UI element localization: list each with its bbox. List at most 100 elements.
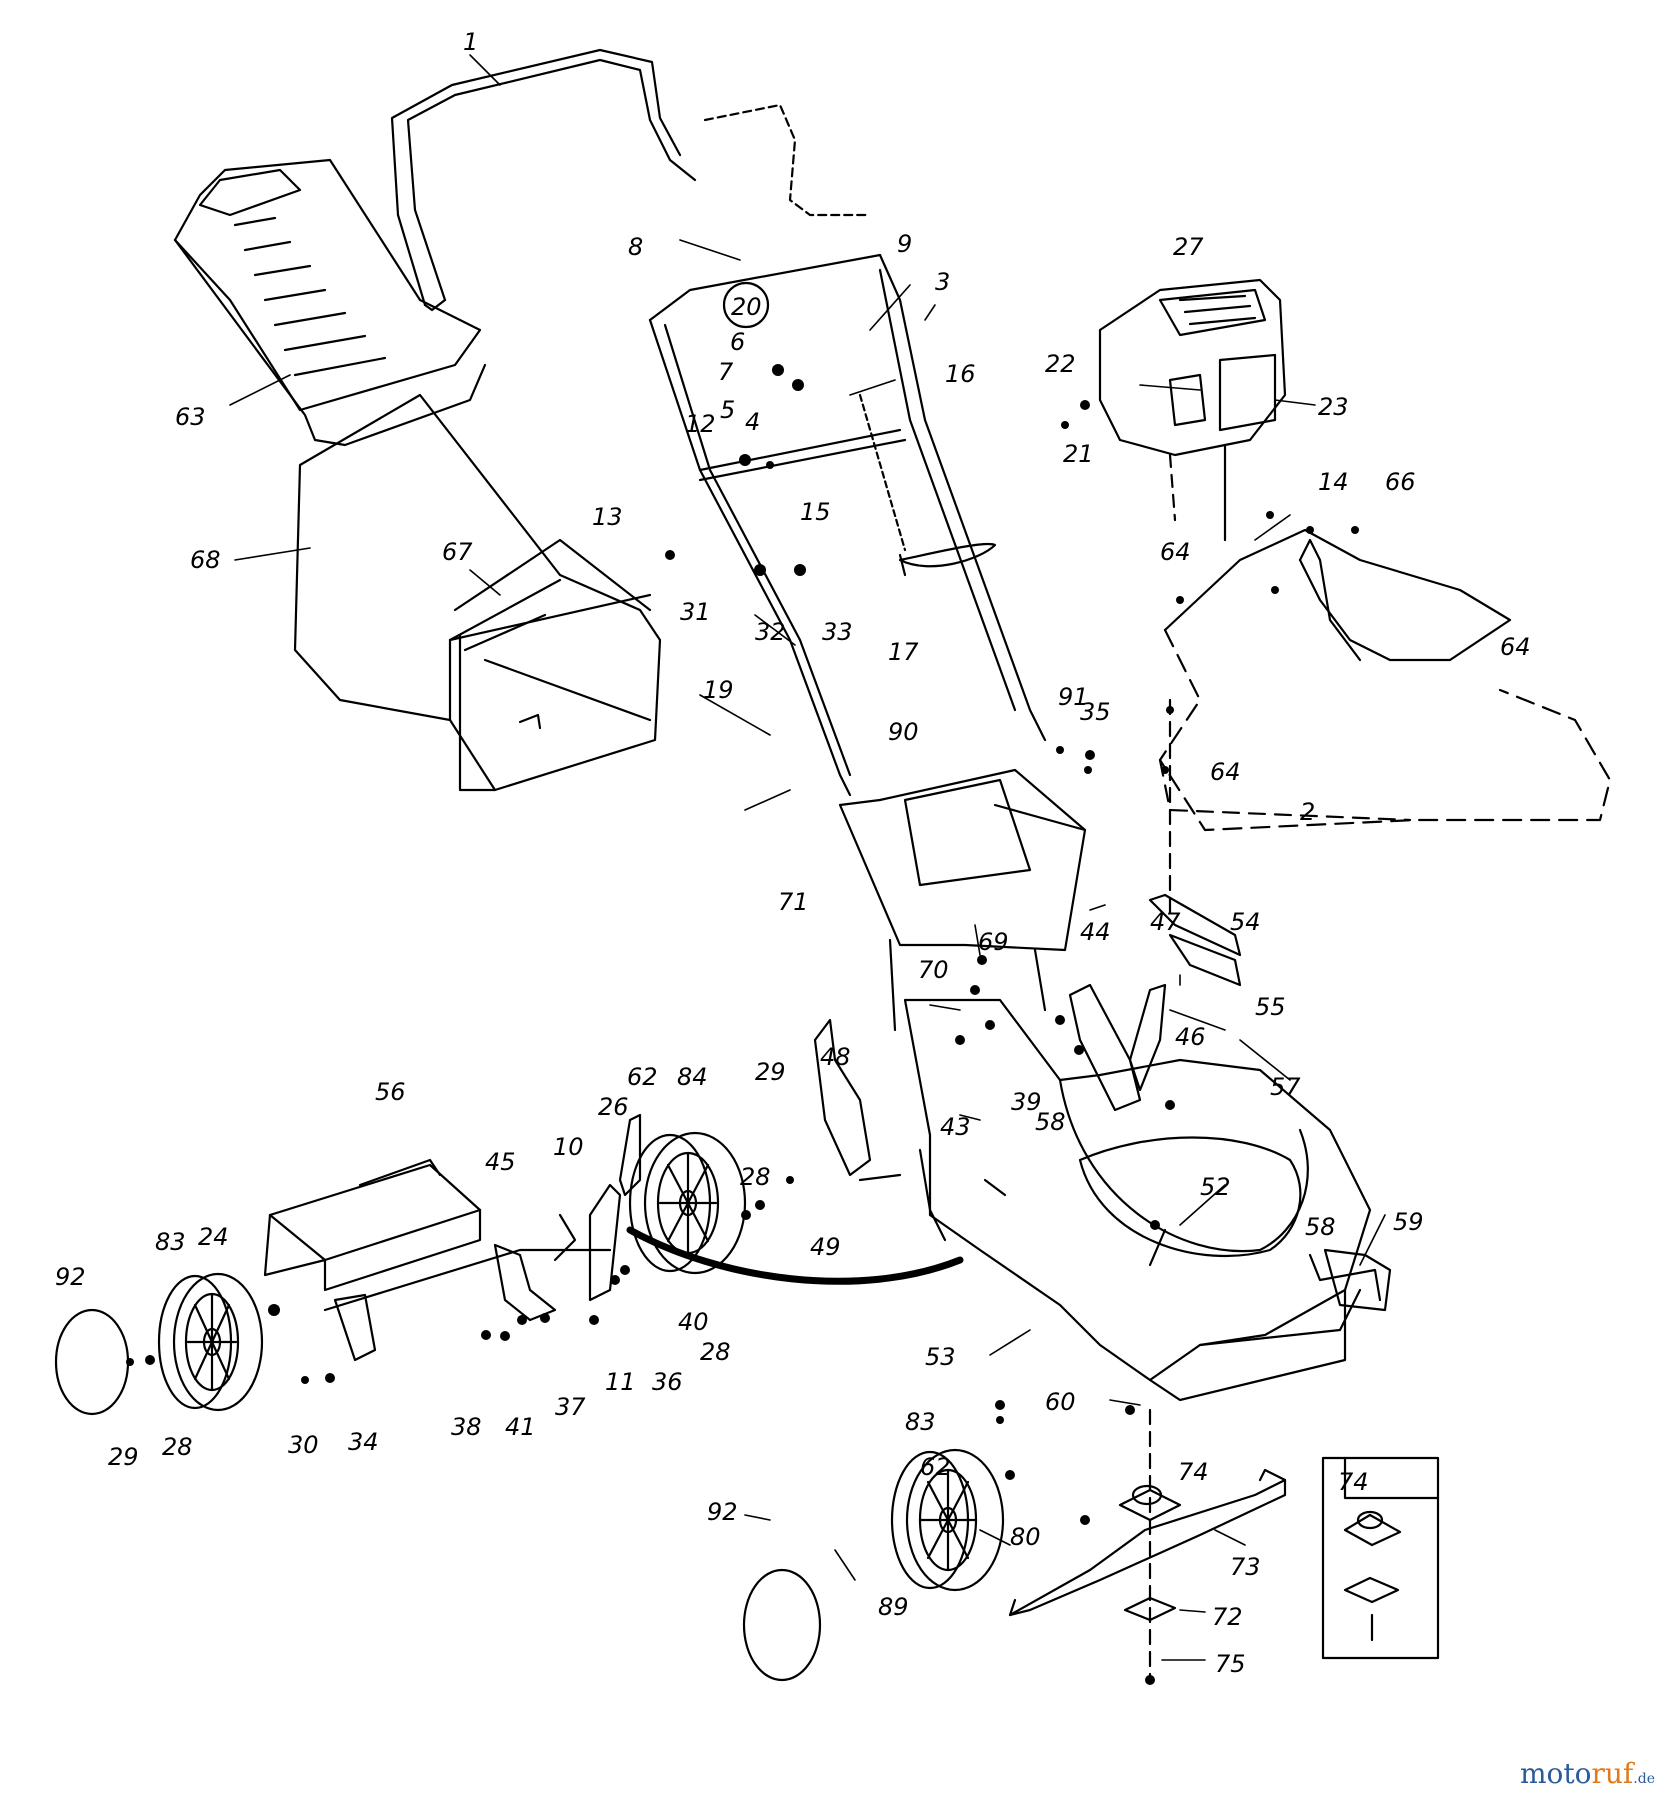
callout-label-83a: 83 <box>155 1228 186 1256</box>
lower-handle-part <box>648 253 1087 1032</box>
callout-label-41: 41 <box>505 1413 536 1441</box>
callout-label-56: 56 <box>375 1078 406 1106</box>
callout-label-62b: 62 <box>920 1453 951 1481</box>
callout-label-16: 16 <box>945 360 976 388</box>
watermark-logo: motoruf.de <box>1520 1757 1655 1790</box>
mower-deck-part <box>903 998 1382 1402</box>
callout-label-80: 80 <box>1010 1523 1041 1551</box>
watermark-part2: ruf <box>1591 1757 1634 1790</box>
control-cable-part <box>858 393 907 552</box>
callout-label-62a: 62 <box>627 1063 658 1091</box>
callout-label-60: 60 <box>1045 1388 1076 1416</box>
side-bracket-part <box>813 1018 872 1177</box>
callout-circle-20 <box>722 281 770 329</box>
callout-label-52: 52 <box>1200 1173 1231 1201</box>
rear-flap-part <box>263 1158 482 1292</box>
callout-label-17: 17 <box>888 638 919 666</box>
callout-label-55: 55 <box>1255 993 1286 1021</box>
callout-label-5: 5 <box>720 396 735 424</box>
callout-label-4: 4 <box>745 408 760 436</box>
callout-label-30: 30 <box>288 1431 319 1459</box>
callout-label-31: 31 <box>680 598 711 626</box>
callout-label-29b: 29 <box>108 1443 139 1471</box>
callout-label-91: 91 <box>1058 683 1089 711</box>
callout-label-37: 37 <box>555 1393 586 1421</box>
callout-label-66: 66 <box>1385 468 1416 496</box>
callout-label-24: 24 <box>198 1223 229 1251</box>
callout-label-34: 34 <box>348 1428 379 1456</box>
callout-label-84: 84 <box>677 1063 708 1091</box>
callout-label-6: 6 <box>730 328 745 356</box>
height-adjuster-part <box>333 1113 642 1362</box>
callout-label-89: 89 <box>878 1593 909 1621</box>
hinge-part <box>1323 1248 1392 1312</box>
callout-label-2: 2 <box>1300 798 1315 826</box>
callout-label-70: 70 <box>918 956 949 984</box>
callout-label-38: 38 <box>451 1413 482 1441</box>
callout-label-10: 10 <box>553 1133 584 1161</box>
callout-label-48: 48 <box>820 1043 851 1071</box>
callout-label-33: 33 <box>822 618 853 646</box>
mower-blade-part <box>1008 1468 1287 1617</box>
callout-label-28a: 28 <box>740 1163 771 1191</box>
blade-washer-part <box>1123 1596 1177 1622</box>
catcher-bag-part <box>293 393 662 792</box>
callout-label-83b: 83 <box>905 1408 936 1436</box>
callout-label-27: 27 <box>1173 233 1204 261</box>
callout-label-92a: 92 <box>55 1263 86 1291</box>
callout-label-49: 49 <box>810 1233 841 1261</box>
front-wheel-left-part <box>157 1272 264 1412</box>
callout-label-90: 90 <box>888 718 919 746</box>
callout-label-21: 21 <box>1063 440 1094 468</box>
cable-clip-part <box>898 542 997 577</box>
callout-label-64a: 64 <box>1160 538 1191 566</box>
callout-label-43: 43 <box>940 1113 971 1141</box>
callout-label-14: 14 <box>1318 468 1349 496</box>
callout-label-74: 74 <box>1178 1458 1209 1486</box>
callout-label-8: 8 <box>628 233 643 261</box>
hub-cap-lower-part <box>742 1568 822 1682</box>
callout-label-39: 39 <box>1011 1088 1042 1116</box>
callout-label-54: 54 <box>1230 908 1261 936</box>
watermark-suffix: .de <box>1633 1771 1655 1787</box>
callout-label-36: 36 <box>652 1368 683 1396</box>
hub-cap-left-part <box>54 1308 130 1416</box>
callout-label-22: 22 <box>1045 350 1076 378</box>
callout-label-35: 35 <box>1080 698 1111 726</box>
callout-label-28c: 28 <box>162 1433 193 1461</box>
callout-label-57: 57 <box>1270 1073 1301 1101</box>
callout-label-73: 73 <box>1230 1553 1261 1581</box>
callout-label-45: 45 <box>485 1148 516 1176</box>
callout-label-13: 13 <box>592 503 623 531</box>
callout-label-69: 69 <box>978 928 1009 956</box>
inset-box <box>1321 1456 1440 1660</box>
inset-adapter-part <box>1343 1510 1402 1642</box>
callout-label-71: 71 <box>778 888 809 916</box>
callout-label-3: 3 <box>935 268 950 296</box>
drive-cable-part <box>626 1226 964 1285</box>
rear-axle-part <box>323 1248 612 1312</box>
callout-label-64c: 64 <box>1210 758 1241 786</box>
callout-label-44: 44 <box>1080 918 1111 946</box>
callout-label-40: 40 <box>678 1308 709 1336</box>
catcher-lid-part <box>173 158 487 447</box>
callout-label-75: 75 <box>1215 1650 1246 1678</box>
callout-label-58b: 58 <box>1305 1213 1336 1241</box>
blade-adapter-part <box>1120 1486 1182 1522</box>
upper-handle-part <box>390 48 697 312</box>
leader-lines <box>229 54 1386 1661</box>
callout-label-29a: 29 <box>755 1058 786 1086</box>
callout-label-19: 19 <box>703 676 734 704</box>
callout-label-11: 11 <box>605 1368 636 1396</box>
callout-label-59: 59 <box>1393 1208 1424 1236</box>
callout-label-23: 23 <box>1318 393 1349 421</box>
fasteners <box>126 364 1359 1685</box>
callout-label-47: 47 <box>1150 908 1181 936</box>
callout-label-67: 67 <box>442 538 473 566</box>
callout-label-12: 12 <box>685 410 716 438</box>
callout-label-9: 9 <box>897 230 912 258</box>
callout-label-26: 26 <box>598 1093 629 1121</box>
